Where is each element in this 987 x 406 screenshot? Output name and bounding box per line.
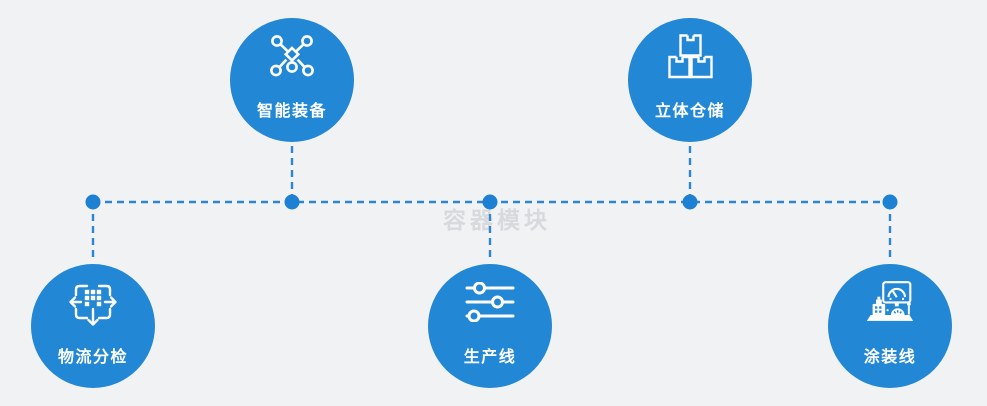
sorting-crosshair-icon	[31, 276, 155, 328]
junction-dot	[882, 194, 898, 210]
node-label: 涂装线	[863, 349, 917, 366]
node-warehouse-storage[interactable]: 立体仓储	[628, 18, 752, 142]
node-coating-line[interactable]: 涂装线	[828, 264, 952, 388]
node-logistics-sorting[interactable]: 物流分检	[31, 264, 155, 388]
sliders-icon	[428, 276, 552, 328]
control-station-icon	[828, 276, 952, 328]
node-smart-equipment[interactable]: 智能装备	[230, 18, 354, 142]
node-label: 立体仓储	[654, 103, 725, 120]
junction-dot	[682, 194, 698, 210]
stacked-boxes-icon	[628, 30, 752, 82]
watermark-text: 容器模块	[443, 207, 551, 233]
node-label: 智能装备	[256, 103, 327, 120]
junction-dot	[85, 194, 101, 210]
junction-dot	[482, 194, 498, 210]
network-nodes-icon	[230, 30, 354, 82]
junction-dot	[284, 194, 300, 210]
node-production-line[interactable]: 生产线	[428, 264, 552, 388]
node-label: 物流分检	[57, 349, 128, 366]
node-label: 生产线	[463, 349, 517, 366]
